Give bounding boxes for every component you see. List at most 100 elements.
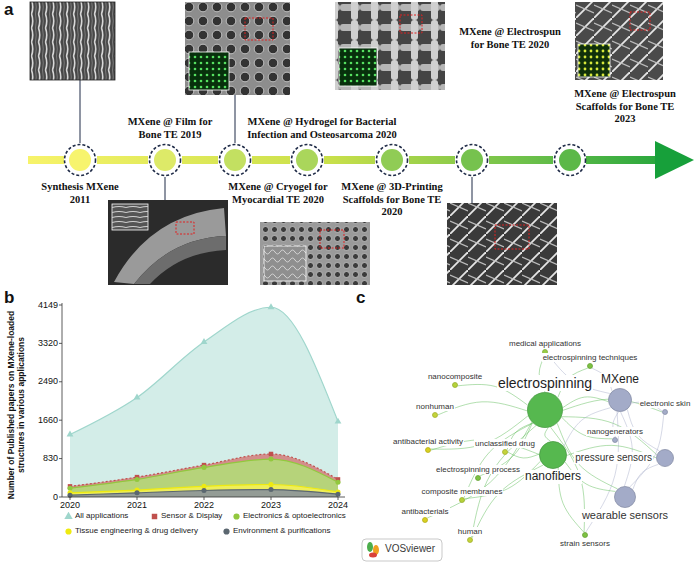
zoom-inset xyxy=(264,246,306,281)
y-tick-label: 0 xyxy=(53,493,58,502)
keyword-node: nanofibers xyxy=(539,441,567,469)
panel-letter: a xyxy=(4,1,13,18)
co-occurrence-link xyxy=(563,397,608,408)
keyword-label: electrospinning process xyxy=(435,465,521,474)
y-tick-label: 1660 xyxy=(38,416,58,425)
keyword-node: electrospinning process xyxy=(475,475,481,481)
keyword-dot xyxy=(460,498,465,503)
x-tick xyxy=(338,497,339,500)
timeline-marker: MXene @ 3D-Printing Scaffolds for Bone T… xyxy=(375,143,409,177)
timeline-segment xyxy=(252,156,290,164)
zoom-inset-texture xyxy=(112,204,148,230)
legend-item: Electronics & optoelectronics xyxy=(232,512,346,521)
series-marker xyxy=(134,477,139,482)
marker-ring xyxy=(457,145,488,176)
series-marker xyxy=(201,338,208,344)
keyword-circle xyxy=(539,441,567,469)
sem-image xyxy=(575,2,663,80)
keyword-label: human xyxy=(457,527,483,536)
keyword-label: pressure sensors xyxy=(574,452,653,464)
legend-text: Electronics & optoelectronics xyxy=(243,512,346,521)
keyword-label: nonhuman xyxy=(415,402,455,411)
x-tick-label: 2024 xyxy=(328,501,348,510)
keyword-dot xyxy=(453,383,458,388)
zoom-box xyxy=(400,15,422,33)
y-tick xyxy=(59,343,62,344)
sem-image xyxy=(335,2,445,90)
marker-fill xyxy=(296,149,318,171)
sem-image xyxy=(447,203,557,285)
x-tick-label: 2022 xyxy=(194,501,214,510)
fluorescence-inset xyxy=(578,44,610,77)
marker-ring xyxy=(65,145,96,176)
x-tick-label: 2023 xyxy=(261,501,281,510)
zoom-box xyxy=(176,222,194,234)
x-tick xyxy=(137,497,138,500)
legend-text: Environment & purifications xyxy=(233,527,330,536)
keyword-dot xyxy=(588,364,593,369)
keyword-label: strain sensors xyxy=(559,539,611,548)
legend-marker xyxy=(233,513,239,519)
keyword-dot xyxy=(433,413,438,418)
timeline-marker: MXene @ Cryogel for Myocardial TE 2020 xyxy=(218,143,252,177)
keyword-circle xyxy=(582,532,588,538)
keyword-label: nanogenerators xyxy=(586,427,644,436)
legend-item: Environment & purifications xyxy=(222,527,330,536)
film-photo xyxy=(108,200,228,285)
fluorescence-inset xyxy=(189,52,229,90)
sem-texture xyxy=(447,203,557,285)
timeline-tail xyxy=(28,156,64,164)
marker-ring xyxy=(292,145,323,176)
legend-swatch xyxy=(64,527,73,536)
co-occurrence-link xyxy=(630,415,664,487)
timeline-arrowhead xyxy=(655,141,694,179)
keyword-label: composite membranes xyxy=(421,487,504,496)
keyword-dot xyxy=(583,533,588,538)
timeline-marker: MXene @ Hydrogel for Bacterial Infection… xyxy=(290,143,324,177)
sem-texture xyxy=(30,2,115,80)
legend-item: Sensor & Display xyxy=(150,512,222,521)
y-tick xyxy=(59,305,62,306)
x-tick-label: 2020 xyxy=(60,501,80,510)
keyword-node: human xyxy=(467,537,473,543)
timeline-marker: MXene @ Film for Bone TE 2019 xyxy=(148,143,182,177)
y-tick-label: 4149 xyxy=(38,301,58,310)
timeline-segment xyxy=(409,156,455,164)
y-tick xyxy=(59,381,62,382)
co-occurrence-link xyxy=(545,428,551,441)
keyword-node: MXene xyxy=(608,388,632,412)
keyword-dot xyxy=(613,438,618,443)
y-tick xyxy=(59,458,62,459)
sem-image xyxy=(260,222,370,285)
zoom-box xyxy=(630,12,650,30)
keyword-dot xyxy=(426,448,431,453)
series-marker xyxy=(201,465,206,470)
zoom-box xyxy=(245,18,273,40)
series-marker xyxy=(134,490,139,495)
milestone-label: MXene @ Electrospun Scaffolds for Bone T… xyxy=(568,88,683,126)
keyword-label: unclassified drug xyxy=(474,439,536,448)
co-occurrence-link xyxy=(633,464,659,489)
sem-image xyxy=(185,2,290,95)
legend-item: Tissue engineering & drug delivery xyxy=(64,527,198,536)
legend-swatch xyxy=(222,527,231,536)
image-frame xyxy=(30,2,115,80)
series-marker xyxy=(335,418,342,424)
sem-texture xyxy=(185,2,290,95)
keyword-circle xyxy=(608,388,632,412)
marker-ring xyxy=(555,145,586,176)
keyword-node: unclassified drug xyxy=(502,449,508,455)
keyword-node: electrospinning xyxy=(527,392,563,428)
keyword-dot xyxy=(540,442,567,469)
series-area xyxy=(70,485,338,497)
keyword-dot xyxy=(503,450,508,455)
keyword-circle xyxy=(432,412,438,418)
keyword-dot xyxy=(663,410,668,415)
keyword-dot xyxy=(468,538,473,543)
logo-text: VOSviewer xyxy=(385,544,435,554)
marker-circle xyxy=(148,143,182,177)
series-marker xyxy=(268,482,273,487)
timeline-shaft xyxy=(586,156,660,164)
